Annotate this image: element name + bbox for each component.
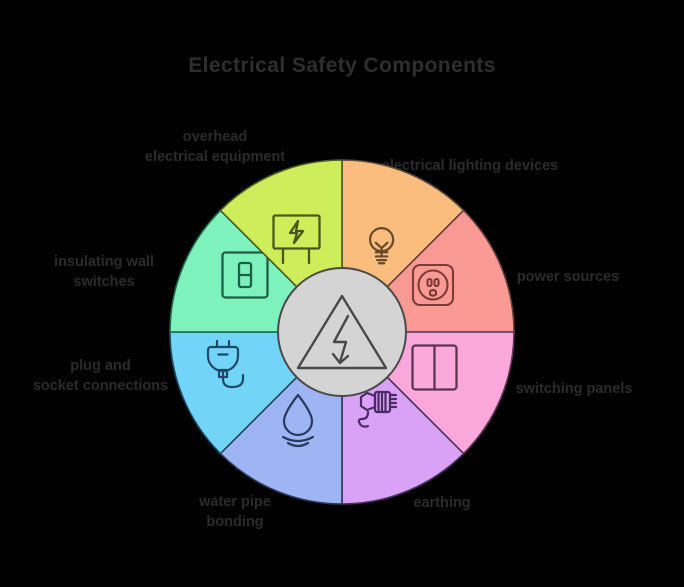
label-line-2: electrical equipment [144,148,286,165]
transformer-box-icon [272,214,321,265]
label-overhead-electrical-equipment: overhead electrical equipment [120,128,310,167]
cable-connector-icon [357,390,398,428]
label-line-1: plug and [70,358,131,374]
label-electrical-lighting-devices: electrical lighting devices [381,158,559,174]
label-insulating-wall-switches: insulating wall switches [28,253,180,292]
label-power-sources: power sources [516,269,620,285]
page-title: Electrical Safety Components [188,54,496,77]
water-drop-icon [281,393,315,448]
label-water-pipe-bonding: water pipe bonding [160,493,310,532]
wall-switch-icon [221,251,269,299]
double-switch-panel-icon [411,344,458,391]
center-circle[interactable] [277,267,407,397]
label-line-2: bonding [206,513,264,530]
label-earthing: earthing [413,495,471,511]
label-line-1: overhead [182,129,248,145]
label-plug-and-socket-connections: plug and socket connections [28,357,173,396]
light-bulb-icon [369,226,395,265]
high-voltage-warning-triangle-icon [296,294,388,370]
electric-plug-icon [206,339,245,389]
label-line-1: insulating wall [54,254,154,270]
wheel-center-hub[interactable] [277,267,407,397]
label-line-2: switches [73,273,135,290]
label-line-2: socket connections [32,377,169,394]
power-outlet-icon [411,263,455,307]
segmented-wheel [169,159,515,505]
label-line-1: water pipe [199,494,271,510]
label-switching-panels: switching panels [515,381,633,397]
